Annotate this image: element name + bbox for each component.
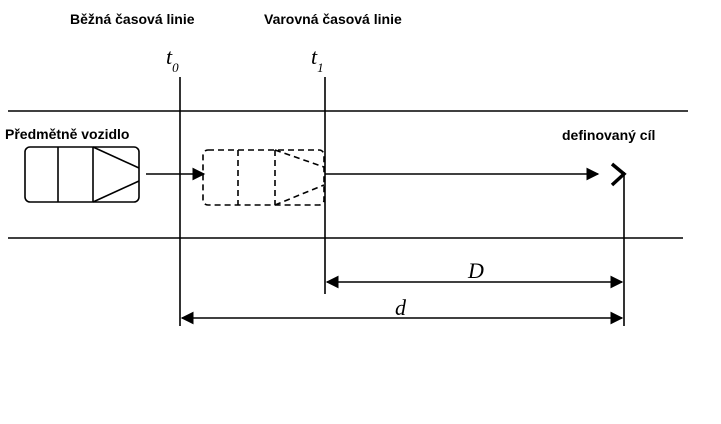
t0-label: t0 bbox=[166, 44, 179, 75]
normal-timeline-label: Běžná časová linie bbox=[70, 11, 195, 27]
warning-timeline-label: Varovná časová linie bbox=[264, 11, 402, 27]
subject-vehicle bbox=[24, 146, 140, 203]
t1-label: t1 bbox=[311, 44, 324, 75]
distance-D-label: D bbox=[467, 258, 484, 283]
distance-d-label: d bbox=[395, 295, 407, 320]
projected-vehicle bbox=[202, 149, 325, 206]
target-marker bbox=[610, 162, 627, 187]
vehicle-label: Předmětně vozidlo bbox=[5, 126, 129, 142]
target-label: definovaný cíl bbox=[562, 127, 655, 143]
